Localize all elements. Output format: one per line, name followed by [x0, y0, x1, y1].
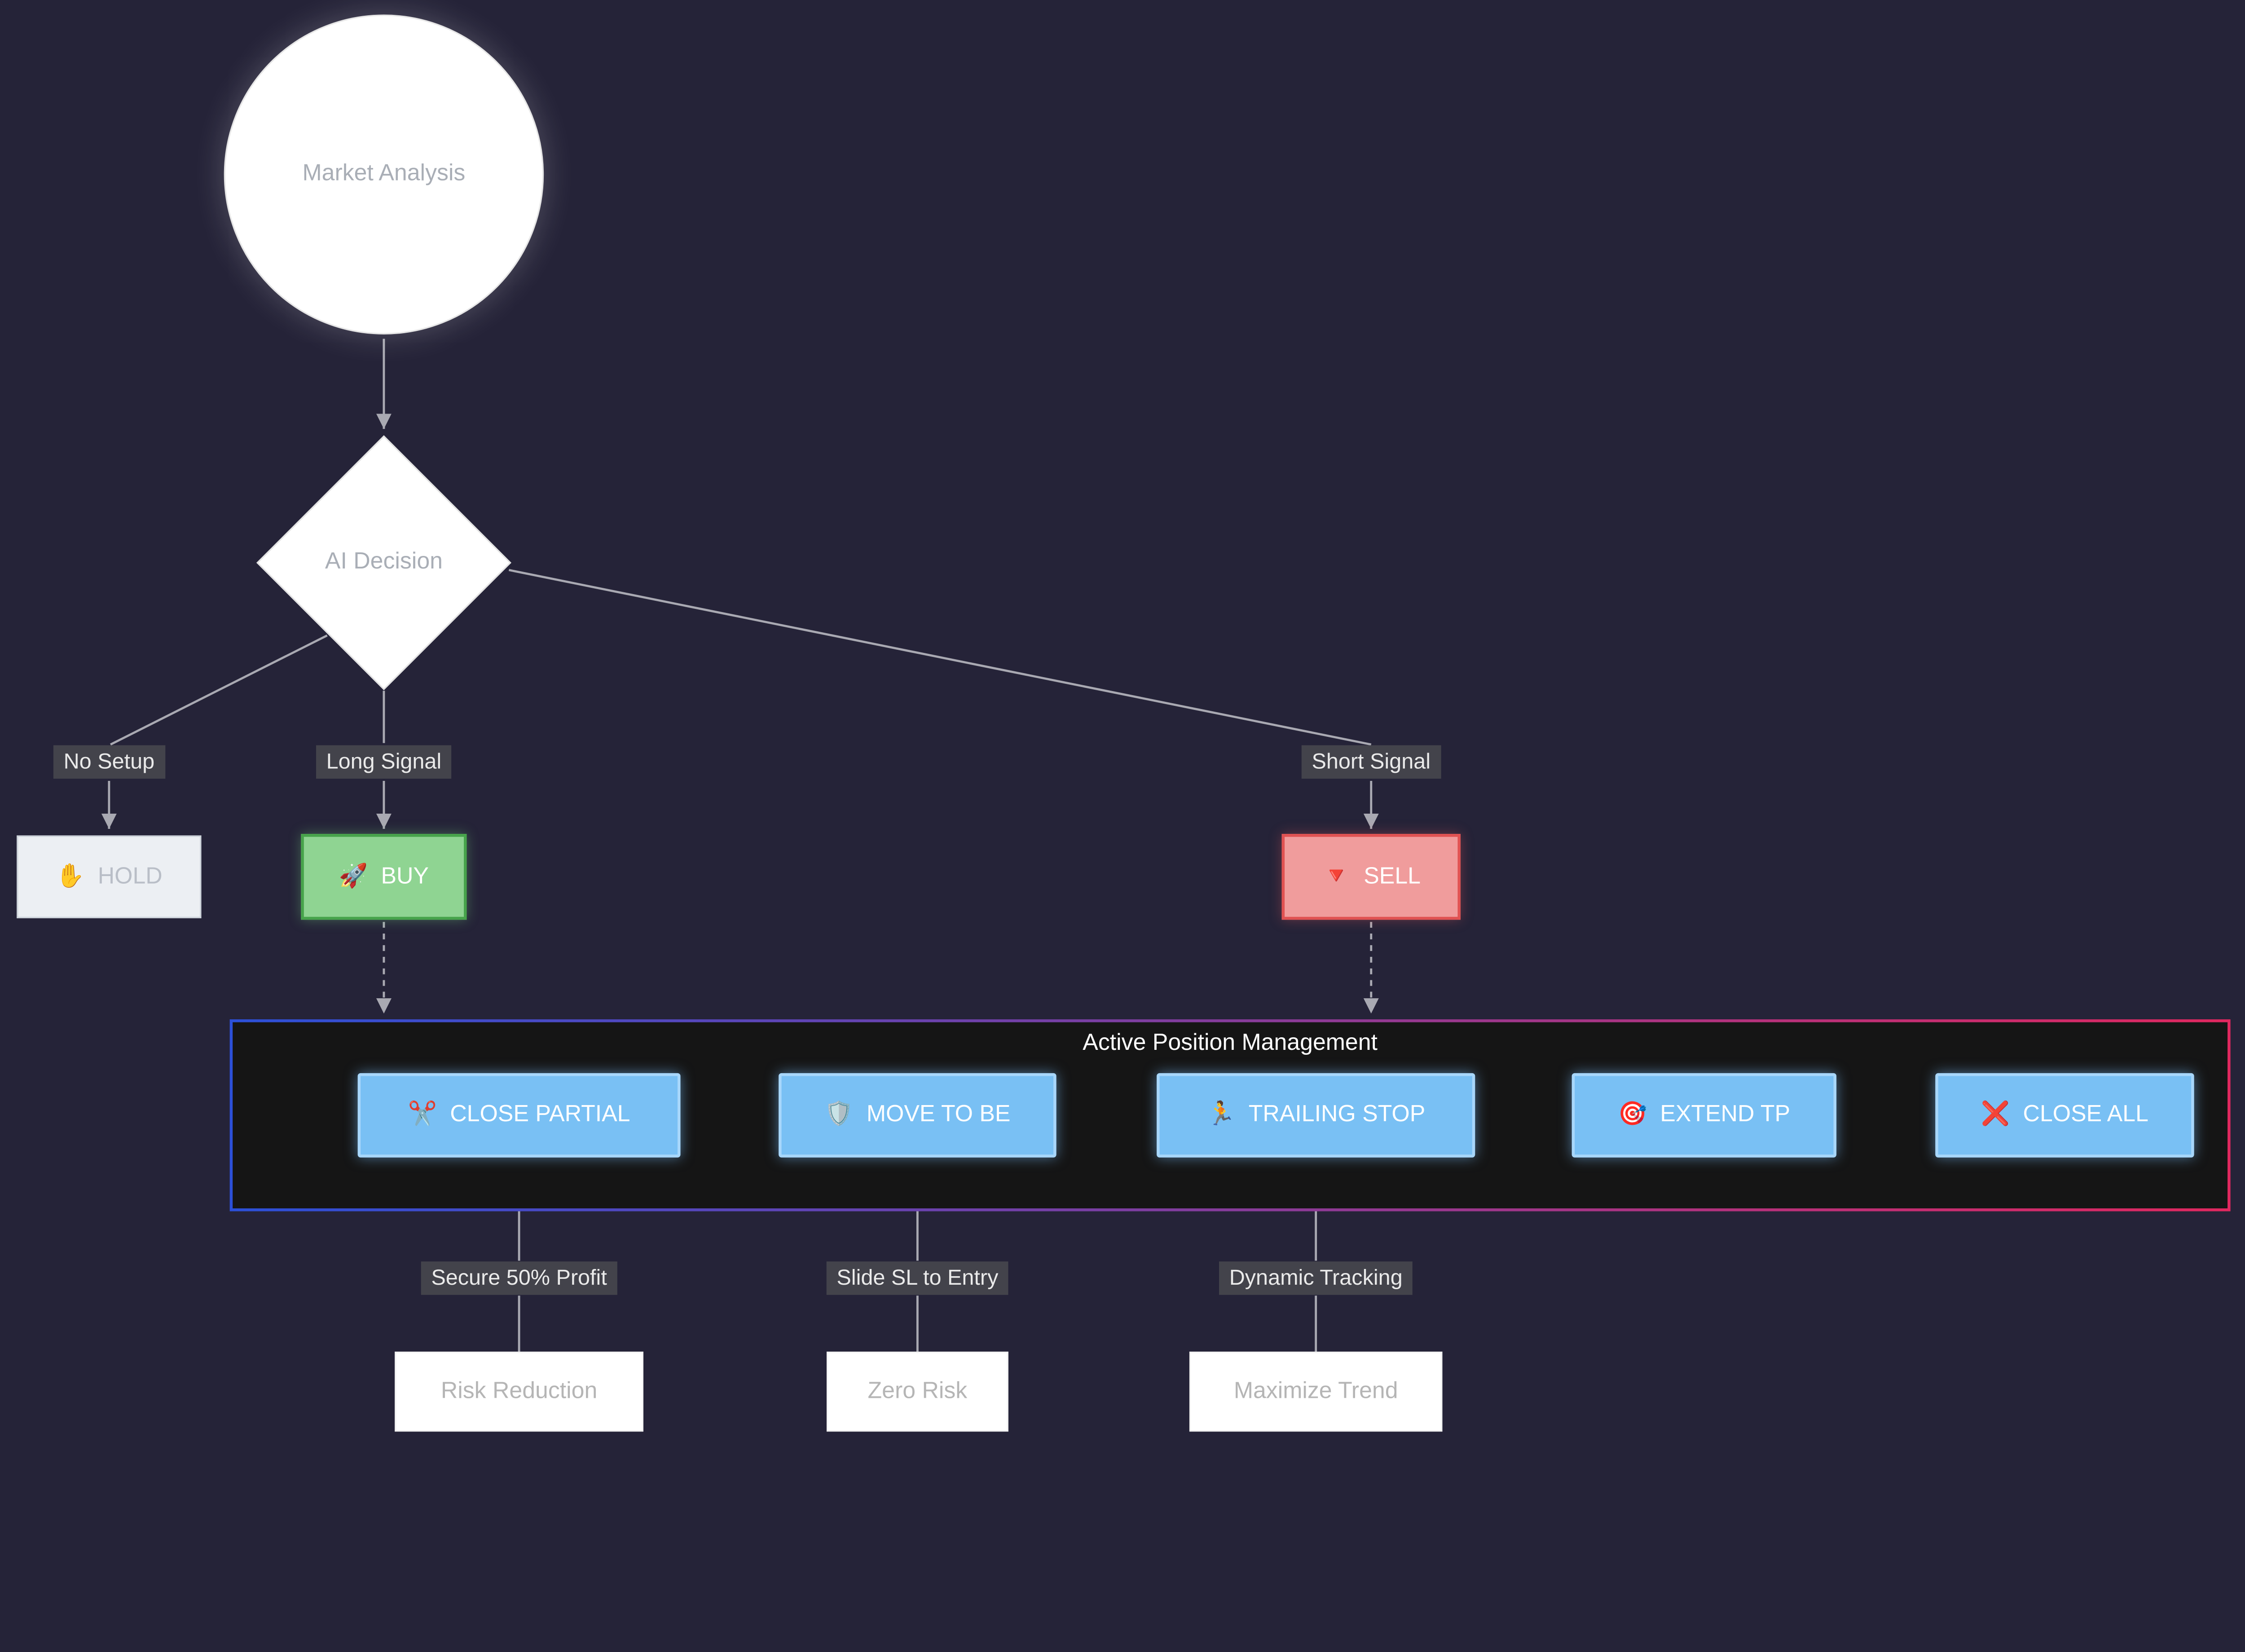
edge-decision-to-shortsignal — [508, 569, 1372, 746]
cross-icon: ❌ — [1981, 1102, 2010, 1127]
edge-label-long-signal: Long Signal — [316, 745, 452, 779]
buy-label: BUY — [381, 863, 429, 889]
ai-decision-label: AI Decision — [325, 550, 443, 575]
risk-reduction-label: Risk Reduction — [440, 1378, 598, 1403]
market-analysis-label: Market Analysis — [302, 161, 466, 186]
runner-icon: 🏃 — [1206, 1102, 1236, 1127]
edge-label-slide-sl: Slide SL to Entry — [826, 1261, 1009, 1295]
hold-label: HOLD — [97, 863, 163, 889]
move-to-be-node: 🛡️ MOVE TO BE — [779, 1073, 1056, 1158]
sell-label: SELL — [1364, 863, 1421, 889]
hold-node: ✋ HOLD — [17, 835, 202, 919]
zero-risk-node: Zero Risk — [826, 1352, 1008, 1432]
close-all-node: ❌ CLOSE ALL — [1935, 1073, 2194, 1158]
zero-risk-label: Zero Risk — [867, 1378, 968, 1403]
close-partial-node: ✂️ CLOSE PARTIAL — [357, 1073, 681, 1158]
market-analysis-node: Market Analysis — [224, 14, 544, 335]
shield-icon: 🛡️ — [824, 1102, 854, 1127]
close-partial-label: CLOSE PARTIAL — [450, 1102, 630, 1127]
edge-label-dynamic-tracking: Dynamic Tracking — [1219, 1261, 1413, 1295]
move-to-be-label: MOVE TO BE — [866, 1102, 1011, 1127]
maximize-trend-node: Maximize Trend — [1189, 1352, 1443, 1432]
group-title: Active Position Management — [1083, 1031, 1378, 1056]
scissors-icon: ✂️ — [408, 1102, 437, 1127]
sell-node: 🔻 SELL — [1281, 834, 1461, 920]
extend-tp-label: EXTEND TP — [1660, 1102, 1791, 1127]
edge-label-no-setup: No Setup — [53, 745, 165, 779]
extend-tp-node: 🎯 EXTEND TP — [1572, 1073, 1837, 1158]
trailing-stop-label: TRAILING STOP — [1248, 1102, 1426, 1127]
hand-icon: ✋ — [56, 863, 85, 889]
buy-node: 🚀 BUY — [301, 834, 467, 920]
edge-decision-to-nosetup — [110, 634, 328, 746]
close-all-label: CLOSE ALL — [2023, 1102, 2148, 1127]
edge-label-short-signal: Short Signal — [1301, 745, 1441, 779]
edge-label-secure-profit: Secure 50% Profit — [421, 1261, 617, 1295]
target-icon: 🎯 — [1618, 1102, 1647, 1127]
risk-reduction-node: Risk Reduction — [395, 1352, 643, 1432]
trailing-stop-node: 🏃 TRAILING STOP — [1157, 1073, 1475, 1158]
down-triangle-icon: 🔻 — [1321, 863, 1351, 889]
rocket-icon: 🚀 — [339, 863, 368, 889]
maximize-trend-label: Maximize Trend — [1233, 1378, 1398, 1403]
trading-flowchart: Active Position Management Market Analys… — [17, 14, 2231, 1432]
